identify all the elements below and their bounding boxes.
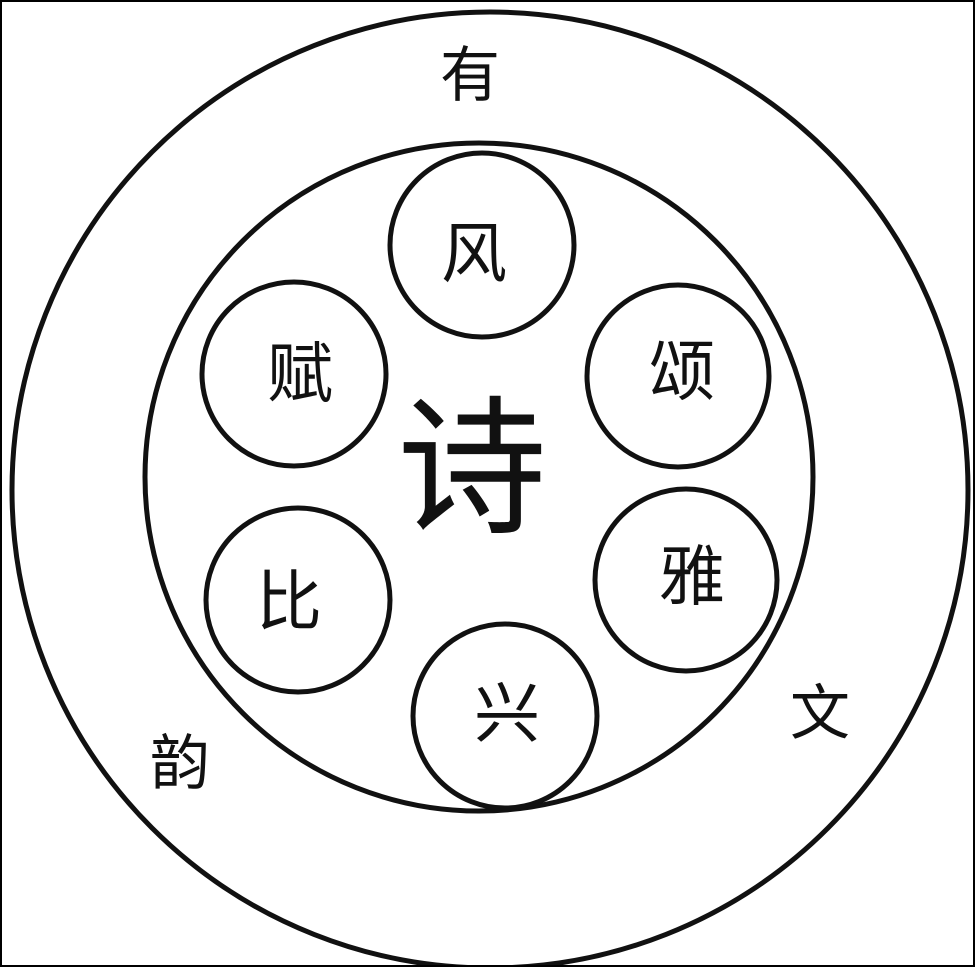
circle-fu <box>199 279 389 469</box>
label-song: 颂 <box>649 334 715 411</box>
outer-label-yun: 韵 <box>150 729 210 799</box>
circle-song <box>584 282 772 470</box>
label-xing: 兴 <box>474 676 540 753</box>
label-bi: 比 <box>256 564 322 641</box>
center-label-shi: 诗 <box>397 383 547 557</box>
inner-circle <box>142 140 816 814</box>
circle-bi <box>203 505 393 695</box>
outer-label-wen: 文 <box>790 679 850 749</box>
circle-ya <box>592 486 780 674</box>
circle-xing <box>410 621 600 811</box>
circle-feng <box>387 150 577 340</box>
outer-label-you: 有 <box>440 41 500 111</box>
outer-circle <box>9 9 971 965</box>
label-fu: 赋 <box>267 336 333 413</box>
label-ya: 雅 <box>659 539 725 616</box>
label-feng: 风 <box>441 216 507 293</box>
